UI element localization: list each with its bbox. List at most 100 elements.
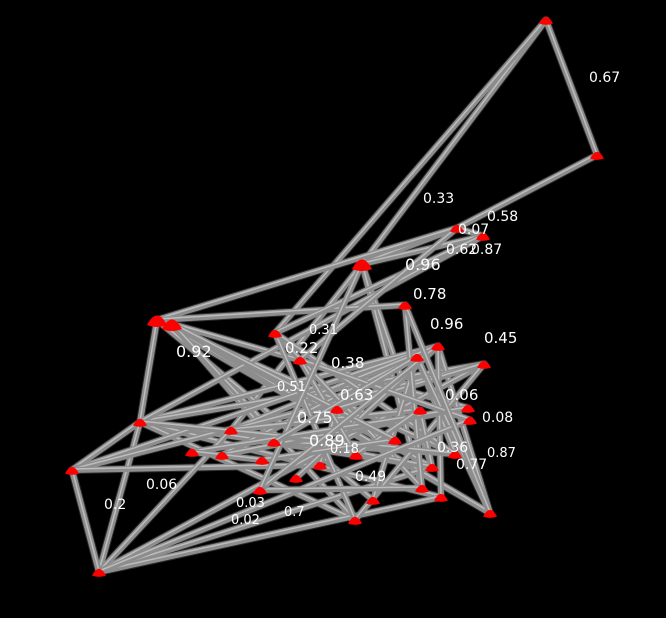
- edge-highlight: [156, 226, 458, 320]
- node-n22[interactable]: [366, 496, 380, 505]
- node-n25[interactable]: [483, 509, 497, 518]
- edge-30: [69, 343, 441, 473]
- edge-highlight: [404, 303, 491, 513]
- node-n7[interactable]: [162, 319, 182, 332]
- node-n5[interactable]: [352, 259, 372, 272]
- edge-highlight: [191, 450, 263, 460]
- node-n18[interactable]: [289, 474, 303, 483]
- node-n33[interactable]: [398, 301, 412, 310]
- node-n11[interactable]: [410, 353, 424, 362]
- node-n1[interactable]: [539, 16, 553, 25]
- node-n15[interactable]: [313, 461, 327, 470]
- edge-weight-label: 0.87: [471, 242, 502, 258]
- node-n12[interactable]: [133, 418, 147, 427]
- edge-highlight: [139, 318, 158, 422]
- edge-50: [228, 407, 423, 433]
- edge-6: [359, 233, 486, 267]
- edge-highlight: [437, 344, 442, 497]
- node-n6[interactable]: [147, 315, 167, 328]
- edge-24: [137, 419, 444, 500]
- edge-highlight: [71, 420, 141, 470]
- edge-7: [154, 225, 460, 323]
- node-n16[interactable]: [330, 405, 344, 414]
- edge-highlight: [98, 495, 442, 572]
- edge-35: [96, 494, 444, 575]
- edge-highlight: [273, 355, 418, 442]
- node-n4[interactable]: [476, 232, 490, 241]
- edge-weight-label: 0.07: [458, 222, 489, 238]
- edge-3: [454, 152, 600, 231]
- edge-64: [353, 407, 423, 458]
- edge-40: [228, 343, 441, 433]
- edge-weight-label: 0.49: [355, 469, 386, 485]
- edge-weight-label: 0.06: [146, 477, 177, 493]
- edge-weight-label: 0.62: [446, 242, 477, 258]
- node-n37[interactable]: [253, 486, 267, 495]
- edge-weight-label: 0.18: [330, 442, 359, 457]
- node-n17[interactable]: [215, 451, 229, 460]
- edge-highlight: [259, 344, 439, 490]
- edge-78: [271, 354, 420, 445]
- node-n35[interactable]: [388, 436, 402, 445]
- node-n21[interactable]: [348, 516, 362, 525]
- edge-21: [69, 419, 143, 473]
- edge-weight-label: 0.06: [445, 386, 478, 404]
- edge-highlight: [456, 153, 598, 228]
- edge-73: [257, 343, 441, 493]
- node-n3[interactable]: [450, 224, 464, 233]
- node-n28[interactable]: [461, 404, 475, 413]
- node-n9[interactable]: [431, 342, 445, 351]
- node-n36[interactable]: [463, 416, 477, 425]
- edge-28: [137, 233, 486, 425]
- edge-weight-label: 0.38: [331, 354, 364, 372]
- edge-highlight: [261, 438, 396, 460]
- node-n30[interactable]: [185, 448, 199, 457]
- node-n2[interactable]: [590, 151, 604, 160]
- edge-highlight: [98, 420, 141, 572]
- edge-highlight: [71, 344, 439, 470]
- node-n27[interactable]: [448, 450, 462, 459]
- edge-highlight: [71, 468, 100, 572]
- edge-weight-label: 0.08: [482, 410, 513, 426]
- edge-weight-label: 0.87: [487, 446, 516, 461]
- edge-weight-label: 0.45: [484, 329, 517, 347]
- node-n29[interactable]: [413, 406, 427, 415]
- node-n13[interactable]: [224, 426, 238, 435]
- edge-highlight: [221, 355, 418, 455]
- node-n24[interactable]: [434, 493, 448, 502]
- edge-highlight: [545, 18, 598, 155]
- edge-weight-label: 0.77: [456, 457, 487, 473]
- edge-weight-label: 0.75: [297, 408, 333, 427]
- node-n34[interactable]: [293, 356, 307, 365]
- node-n20[interactable]: [92, 568, 106, 577]
- node-n23[interactable]: [415, 484, 429, 493]
- edge-weight-label: 0.03: [236, 496, 265, 511]
- edge-72: [257, 485, 425, 493]
- edge-weight-label: 0.92: [176, 342, 212, 361]
- edge-weight-label: 0.31: [309, 323, 338, 338]
- edge-highlight: [171, 322, 396, 440]
- edge-weight-label: 0.7: [284, 505, 305, 520]
- edge-weight-label: 0.63: [340, 386, 373, 404]
- edge-71: [96, 417, 473, 575]
- edge-highlight: [230, 344, 439, 430]
- node-n19[interactable]: [65, 466, 79, 475]
- edge-weight-label: 0.78: [413, 285, 446, 303]
- node-n32[interactable]: [255, 456, 269, 465]
- edge-weight-label: 0.58: [487, 209, 518, 225]
- edge-67: [259, 437, 398, 463]
- node-n14[interactable]: [267, 438, 281, 447]
- edge-74: [272, 233, 486, 336]
- edge-highlight: [139, 234, 484, 422]
- node-n8[interactable]: [268, 329, 282, 338]
- edge-70: [169, 321, 398, 443]
- node-n26[interactable]: [425, 463, 439, 472]
- edge-highlight: [98, 418, 471, 572]
- edge-highlight: [259, 486, 423, 490]
- edge-highlight: [274, 234, 484, 333]
- node-n10[interactable]: [477, 360, 491, 369]
- edge-weight-label: 0.22: [285, 339, 318, 357]
- node-n31[interactable]: [349, 451, 363, 460]
